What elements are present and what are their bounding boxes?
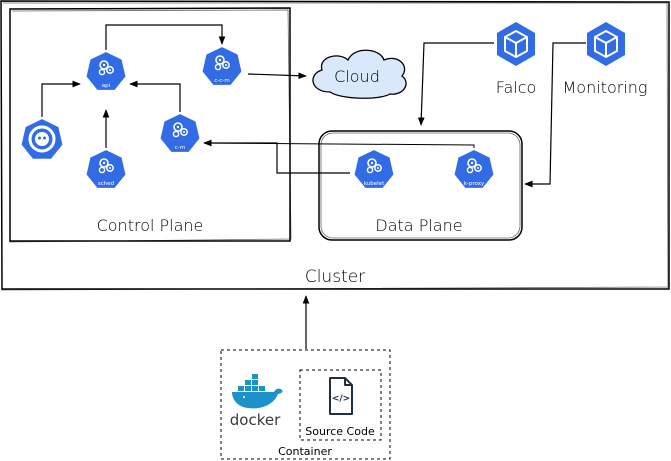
cloud-shape <box>312 49 407 99</box>
api-node: api <box>84 50 128 92</box>
docker-label: docker <box>230 411 281 429</box>
falco-cube-icon <box>496 21 536 67</box>
c-c-m-node: c-c-m <box>200 45 244 87</box>
falco-label: Falco <box>496 78 537 97</box>
cloud-label: Cloud <box>334 67 380 86</box>
etcd-icon <box>28 125 56 153</box>
control-plane-frame <box>8 7 292 243</box>
edges <box>41 24 586 349</box>
monitoring-label: Monitoring <box>562 78 647 97</box>
kubelet-node-label: kubelet <box>364 181 385 187</box>
code-glyph: </> <box>332 394 350 404</box>
edge-api-ccm <box>105 24 226 50</box>
data-plane-frame <box>318 130 523 241</box>
edge-ccm-cloud <box>247 72 307 80</box>
edge-kubelet-cm <box>203 139 350 174</box>
c-m-node: c-m <box>158 112 202 154</box>
cluster-label: Cluster <box>305 267 365 287</box>
edge-monitoring-dataplane <box>524 42 586 188</box>
monitoring-cube-icon <box>586 21 626 67</box>
k-proxy-node-label: k-proxy <box>464 181 485 187</box>
container-label: Container <box>278 445 332 458</box>
file-code-icon: </> <box>329 377 353 415</box>
edge-cm-api <box>129 80 181 112</box>
c-m-node-label: c-m <box>175 145 185 151</box>
docker-whale-icon <box>232 374 283 409</box>
etcd-node <box>19 116 65 161</box>
edge-falco-dataplane <box>417 42 494 126</box>
data-plane-label: Data Plane <box>375 216 462 235</box>
source-code-label: Source Code <box>305 425 375 438</box>
edge-etcd-api <box>41 80 81 117</box>
k-proxy-node: k-proxy <box>452 148 496 190</box>
container-box <box>220 349 391 460</box>
sched-node: sched <box>84 148 128 190</box>
control-plane-label: Control Plane <box>97 216 204 235</box>
api-node-label: api <box>102 83 111 89</box>
cluster-frame <box>0 0 670 291</box>
kubelet-node: kubelet <box>352 148 396 190</box>
c-c-m-node-label: c-c-m <box>214 78 229 84</box>
edge-kproxy-cm <box>203 142 475 155</box>
source-code-box <box>299 369 382 441</box>
sched-node-label: sched <box>98 181 114 187</box>
